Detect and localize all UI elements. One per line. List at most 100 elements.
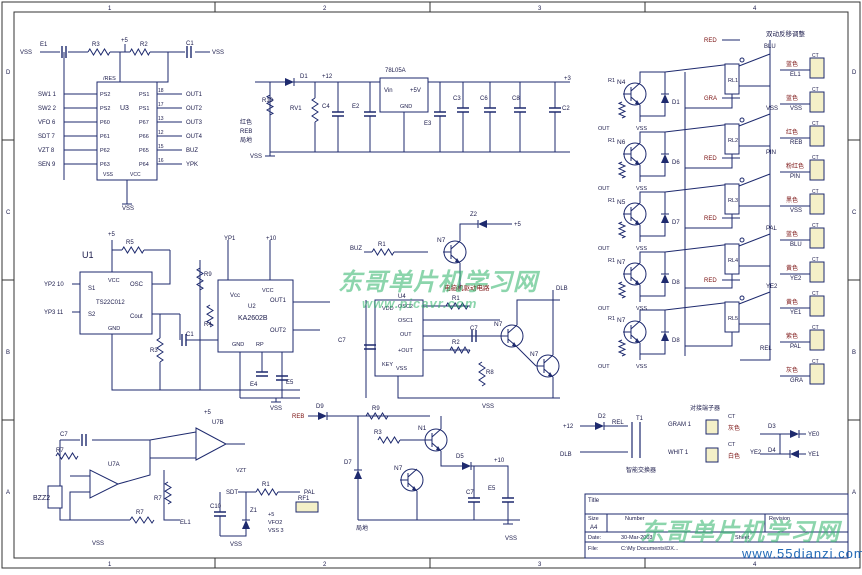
wire: [639, 301, 733, 360]
title-grid: [585, 513, 848, 543]
transistor-label: N7: [617, 259, 626, 266]
wire: [238, 491, 300, 520]
buzzer-bzz2: [47, 485, 63, 509]
connector-color-8: 黄色: [786, 298, 798, 306]
label-relay-diode-4: D8: [672, 280, 680, 286]
label-relay-vss-3: VSS: [636, 246, 647, 252]
label-vcc5-buz: +5: [514, 222, 522, 228]
chip-u1: [79, 271, 153, 335]
connector-1: [809, 57, 825, 79]
connector-ct-10: CT: [812, 359, 819, 365]
connector-ct-7: CT: [812, 257, 819, 263]
diode-z2: [478, 220, 487, 228]
label-c2: C2: [562, 106, 570, 112]
resistor-r9b: [365, 412, 389, 420]
chip-u3-right-inner: P67: [139, 120, 149, 126]
label-c1b: C1: [186, 332, 194, 338]
connector-4: [809, 159, 825, 181]
chip-u4-out: OUT: [400, 332, 412, 338]
chip-u4-name: U4: [398, 294, 406, 300]
wire: [72, 240, 300, 391]
chip-u3-left-inner: P63: [100, 162, 110, 168]
chip-u3-right-pin: YPK: [186, 162, 198, 168]
label-relay-2: RL2: [728, 138, 738, 144]
connector-rf1: [295, 501, 319, 513]
label-vfo2: VFO2: [268, 520, 282, 526]
chip-u4-vss: VSS: [396, 366, 407, 372]
label-rel-bottom: REL: [612, 420, 624, 426]
resistor-r1b: [445, 302, 469, 310]
chip-u3-right-pin: OUT4: [186, 134, 203, 140]
label-r7c: R7: [136, 510, 144, 516]
connector-ct-9: CT: [812, 325, 819, 331]
label-d4: D4: [768, 448, 776, 454]
capacitor-c6: [484, 107, 496, 113]
label-relay-diode-5: D8: [672, 338, 680, 344]
chip-u3-name: U3: [120, 105, 129, 112]
connector-2: [809, 91, 825, 113]
relay-contact: [739, 57, 745, 63]
frame-col-label: 4: [753, 6, 757, 12]
label-r3: R3: [92, 42, 100, 48]
watermark-cn-bottom: 东哥单片机学习网: [640, 519, 840, 546]
capacitor-e3: [434, 111, 446, 117]
chip-u5: [379, 77, 429, 113]
chip-u1-ext-a: YP2 10: [44, 282, 64, 288]
file-label: File:: [588, 546, 599, 552]
chip-u3-right-pin: BUZ: [186, 148, 198, 154]
label-gray-cn: 灰色: [728, 424, 740, 432]
wire: [471, 465, 509, 520]
chip-u3-right-num: 16: [158, 158, 164, 164]
wire: [760, 433, 806, 455]
label-relay-out-1: OUT: [598, 126, 610, 132]
label-dlb-a: DLB: [556, 286, 568, 292]
label-c1: C1: [186, 41, 194, 47]
label-c7-b: C7: [470, 326, 478, 332]
wire: [459, 223, 512, 290]
connector-color-5: 黑色: [786, 196, 798, 204]
watermark-url-top: www.picavr.com: [362, 296, 478, 311]
label-relay-src-5: RED: [704, 278, 717, 284]
label-ct-white: CT: [728, 442, 736, 448]
chip-u3-left-pin: SW1 1: [38, 92, 57, 98]
capacitor-e4: [256, 371, 268, 377]
connector-color-1: 蓝色: [786, 60, 798, 68]
title-block: [584, 493, 849, 559]
chip-u3-right-pin: OUT3: [186, 120, 203, 126]
label-relay-4: RL4: [728, 258, 738, 264]
wire: [199, 240, 330, 399]
chip-u3-left-pin: SDT 7: [38, 134, 56, 140]
wire: [738, 113, 771, 147]
capacitor-c8: [514, 107, 526, 113]
transistor-leads: [623, 142, 641, 166]
label-r3b: R3: [150, 348, 158, 354]
chip-u3-right-inner: P64: [139, 162, 149, 168]
label-relay-1: RL1: [728, 78, 738, 84]
chip-u4-osc2: OSC2: [398, 304, 413, 310]
connector-color-7: 黄色: [786, 264, 798, 272]
resistor-relay-base-2: [617, 161, 627, 179]
label-vss-u3: VSS: [122, 206, 134, 212]
label-r2: R2: [140, 42, 148, 48]
capacitor-e1: [61, 46, 67, 58]
label-relay-r-5: R1: [608, 316, 615, 322]
capacitor-c7a: [364, 344, 376, 350]
label-r10: R10: [262, 98, 274, 104]
connector-9: [809, 329, 825, 351]
label-c10: C10: [210, 504, 222, 510]
label-ct-gram: CT: [728, 414, 736, 420]
label-vss-n1: VSS: [505, 536, 517, 542]
label-ye2-bottom: YE2: [750, 450, 762, 456]
relay-contact: [739, 117, 745, 123]
label-e2: E2: [352, 104, 360, 110]
frame-col-label: 1: [108, 562, 112, 568]
chip-u4-osc1: OSC1: [398, 318, 413, 324]
frame-row-label: B: [852, 350, 856, 356]
label-d5: D5: [456, 454, 464, 460]
transistor-leads: [424, 428, 442, 452]
diode-relay-1: [661, 94, 669, 103]
chip-u2-vcc-b: VCC: [262, 288, 274, 294]
chip-u1-name: U1: [82, 250, 94, 260]
label-relay-src-1: RED: [704, 38, 717, 44]
